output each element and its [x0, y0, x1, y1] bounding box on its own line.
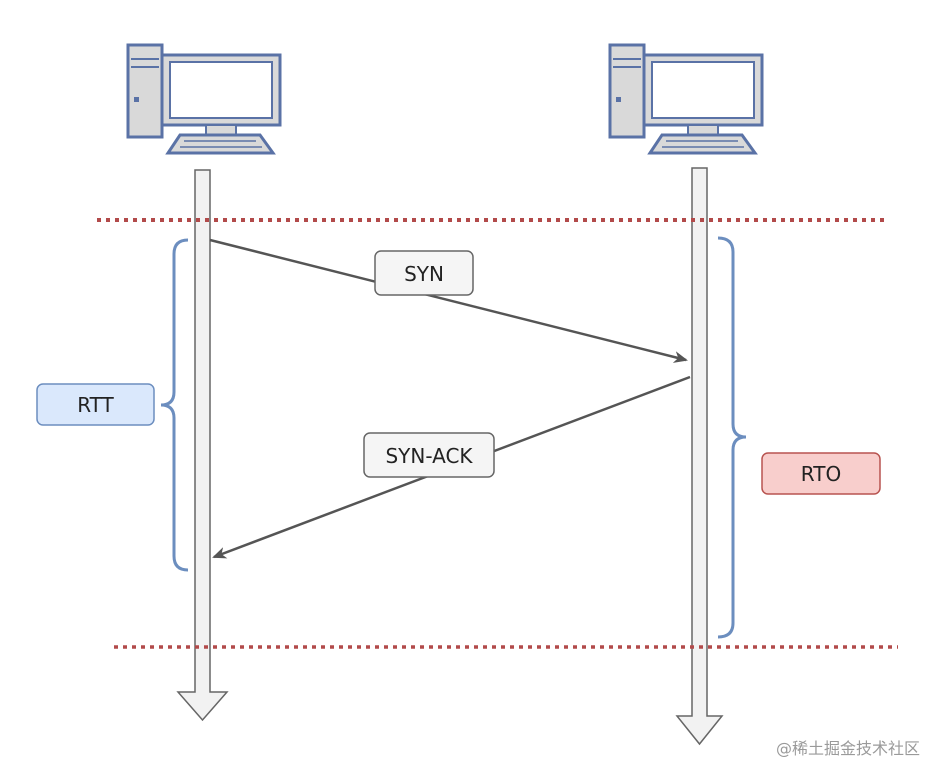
syn-label: SYN	[374, 250, 474, 296]
client-computer-icon	[126, 43, 282, 155]
rtt-brace	[160, 238, 189, 572]
rtt-box: RTT	[36, 383, 155, 426]
client-timeline-arrow	[176, 169, 229, 722]
rtt-label-text: RTT	[77, 393, 114, 417]
rto-label-text: RTO	[801, 462, 841, 486]
rto-box: RTO	[761, 452, 881, 495]
rto-brace	[717, 236, 747, 639]
syn-ack-label-text: SYN-ACK	[385, 444, 473, 468]
syn-arrow	[209, 238, 688, 363]
watermark-text: @稀土掘金技术社区	[776, 739, 920, 758]
server-timeline-arrow	[675, 167, 724, 746]
server-computer-icon	[608, 43, 764, 155]
syn-label-text: SYN	[404, 262, 444, 286]
syn-ack-label: SYN-ACK	[363, 432, 495, 478]
